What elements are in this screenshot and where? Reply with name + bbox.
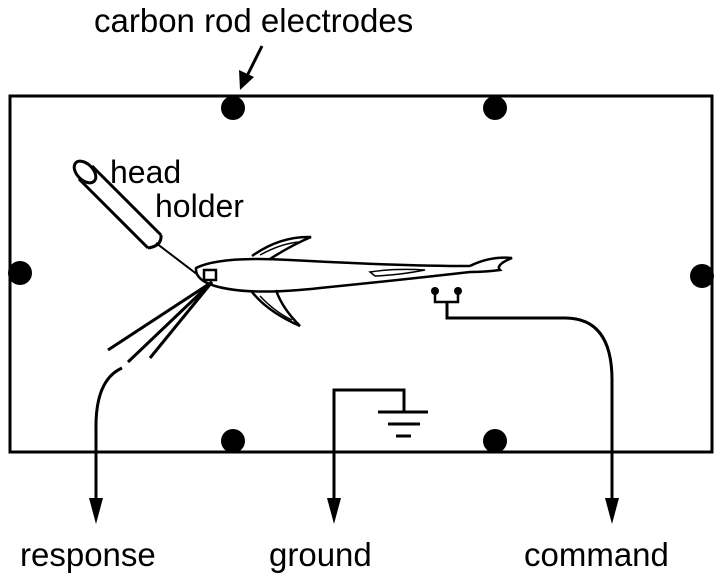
ground-symbol <box>378 410 428 438</box>
electrode-top-right <box>483 96 507 120</box>
fish-tail <box>469 256 513 274</box>
electrode-right <box>690 264 714 288</box>
electrode-bottom-right <box>483 429 507 453</box>
head-holder <box>72 159 199 276</box>
fish-pectoral-fin <box>368 268 426 277</box>
electrode-bottom-left <box>221 429 245 453</box>
head-recording-electrode <box>202 268 218 282</box>
electrodes-arrow <box>239 45 264 90</box>
electrode-top-left <box>221 96 245 120</box>
electrode-left <box>8 261 32 285</box>
ground-arrowhead <box>327 498 341 524</box>
fish-body <box>194 257 501 293</box>
carbon-rod-electrodes <box>8 96 714 453</box>
fish-ventral-fin <box>251 289 301 328</box>
ground-lead <box>332 388 406 500</box>
command-electrode-pair <box>431 287 462 304</box>
response-wires <box>94 280 214 500</box>
response-label: response <box>20 536 156 573</box>
ground-label: ground <box>269 536 372 573</box>
command-lead <box>445 302 614 500</box>
electrodes-label: carbon rod electrodes <box>94 2 413 39</box>
fish-dorsal-fin <box>251 235 312 261</box>
response-arrowhead <box>89 498 103 524</box>
command-arrowhead <box>605 498 619 524</box>
head-holder-label-line2: holder <box>155 188 244 224</box>
head-holder-label-line1: head <box>110 154 181 190</box>
command-label: command <box>524 536 669 573</box>
fish <box>194 235 513 328</box>
